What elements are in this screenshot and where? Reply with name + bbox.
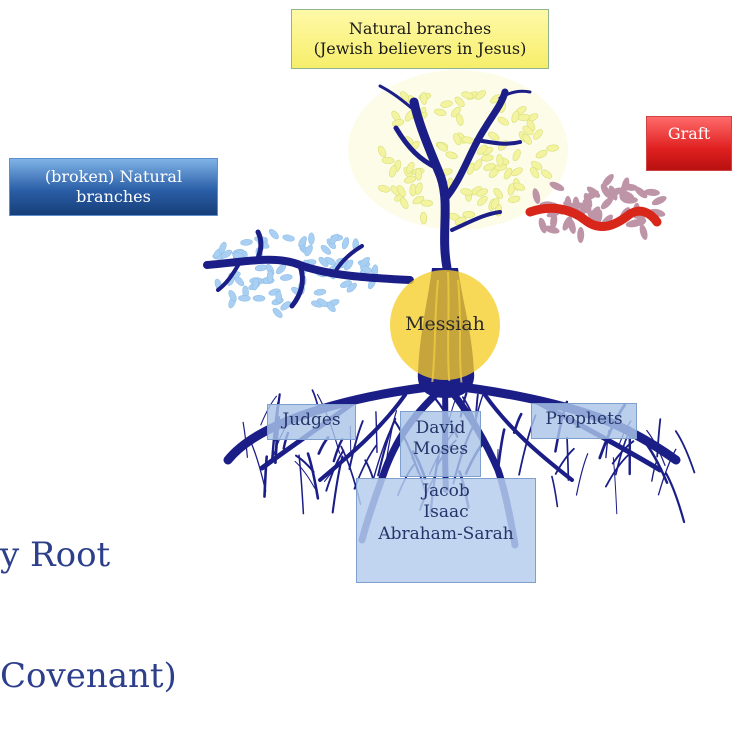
broken-leaf bbox=[227, 289, 238, 302]
root-title: y Root Covenant) bbox=[0, 455, 177, 736]
david-moses-label: David Moses bbox=[400, 411, 481, 477]
broken-leaf bbox=[268, 228, 281, 241]
broken-branches-label-line1: (broken) Natural bbox=[10, 167, 217, 187]
messiah-circle: Messiah bbox=[390, 270, 500, 380]
natural-leaf bbox=[463, 211, 475, 218]
broken-leaf bbox=[253, 295, 265, 301]
root-title-line2: Covenant) bbox=[0, 656, 177, 696]
root-strand bbox=[666, 473, 684, 522]
broken-leaf bbox=[280, 274, 293, 281]
graft-leaf bbox=[650, 194, 667, 207]
broken-branches-label: (broken) Natural branches bbox=[9, 158, 218, 216]
broken-leaf bbox=[282, 234, 295, 242]
david-label: David bbox=[401, 418, 480, 439]
graft-leaf bbox=[577, 227, 584, 243]
natural-branches-label-line1: Natural branches bbox=[292, 19, 548, 39]
graft-label: Graft bbox=[646, 116, 732, 171]
broken-leaf bbox=[238, 295, 250, 301]
broken-leaf bbox=[240, 239, 253, 246]
root-strand bbox=[299, 455, 303, 513]
broken-leaf bbox=[297, 235, 308, 248]
root-strand bbox=[556, 449, 574, 474]
messiah-label: Messiah bbox=[405, 313, 485, 337]
broken-branch-stems bbox=[207, 232, 410, 306]
natural-branches-label-line2: (Jewish believers in Jesus) bbox=[292, 39, 548, 59]
root-strand bbox=[577, 454, 588, 495]
isaac-label: Isaac bbox=[357, 502, 535, 523]
root-strand bbox=[498, 430, 504, 469]
broken-leaf bbox=[314, 288, 327, 296]
broken-leaf bbox=[255, 264, 268, 272]
broken-leaf bbox=[267, 270, 273, 282]
root-strand bbox=[308, 454, 318, 499]
broken-branch bbox=[207, 228, 410, 320]
natural-branches-label: Natural branches (Jewish believers in Je… bbox=[291, 9, 549, 69]
natural-leaf bbox=[415, 168, 422, 180]
root-strand bbox=[552, 477, 558, 507]
prophets-label: Prophets bbox=[531, 403, 637, 439]
graft-leaf bbox=[638, 224, 649, 241]
broken-leaf bbox=[308, 233, 314, 245]
graft-leaf bbox=[537, 217, 548, 234]
judges-label: Judges bbox=[267, 404, 356, 440]
root-strand bbox=[567, 438, 568, 481]
root-strand bbox=[613, 458, 617, 514]
jacob-label: Jacob bbox=[357, 481, 535, 502]
abraham-sarah-label: Abraham-Sarah bbox=[357, 524, 535, 545]
root-strand bbox=[676, 431, 695, 472]
moses-label: Moses bbox=[401, 439, 480, 460]
broken-branches-label-line2: branches bbox=[10, 187, 217, 207]
patriarchs-label: Jacob Isaac Abraham-Sarah bbox=[356, 478, 536, 583]
grafted-branch bbox=[530, 172, 668, 243]
root-title-line1: y Root bbox=[0, 535, 177, 575]
broken-leaf bbox=[275, 291, 282, 303]
root-strand bbox=[514, 414, 521, 433]
root-strand bbox=[265, 457, 267, 497]
